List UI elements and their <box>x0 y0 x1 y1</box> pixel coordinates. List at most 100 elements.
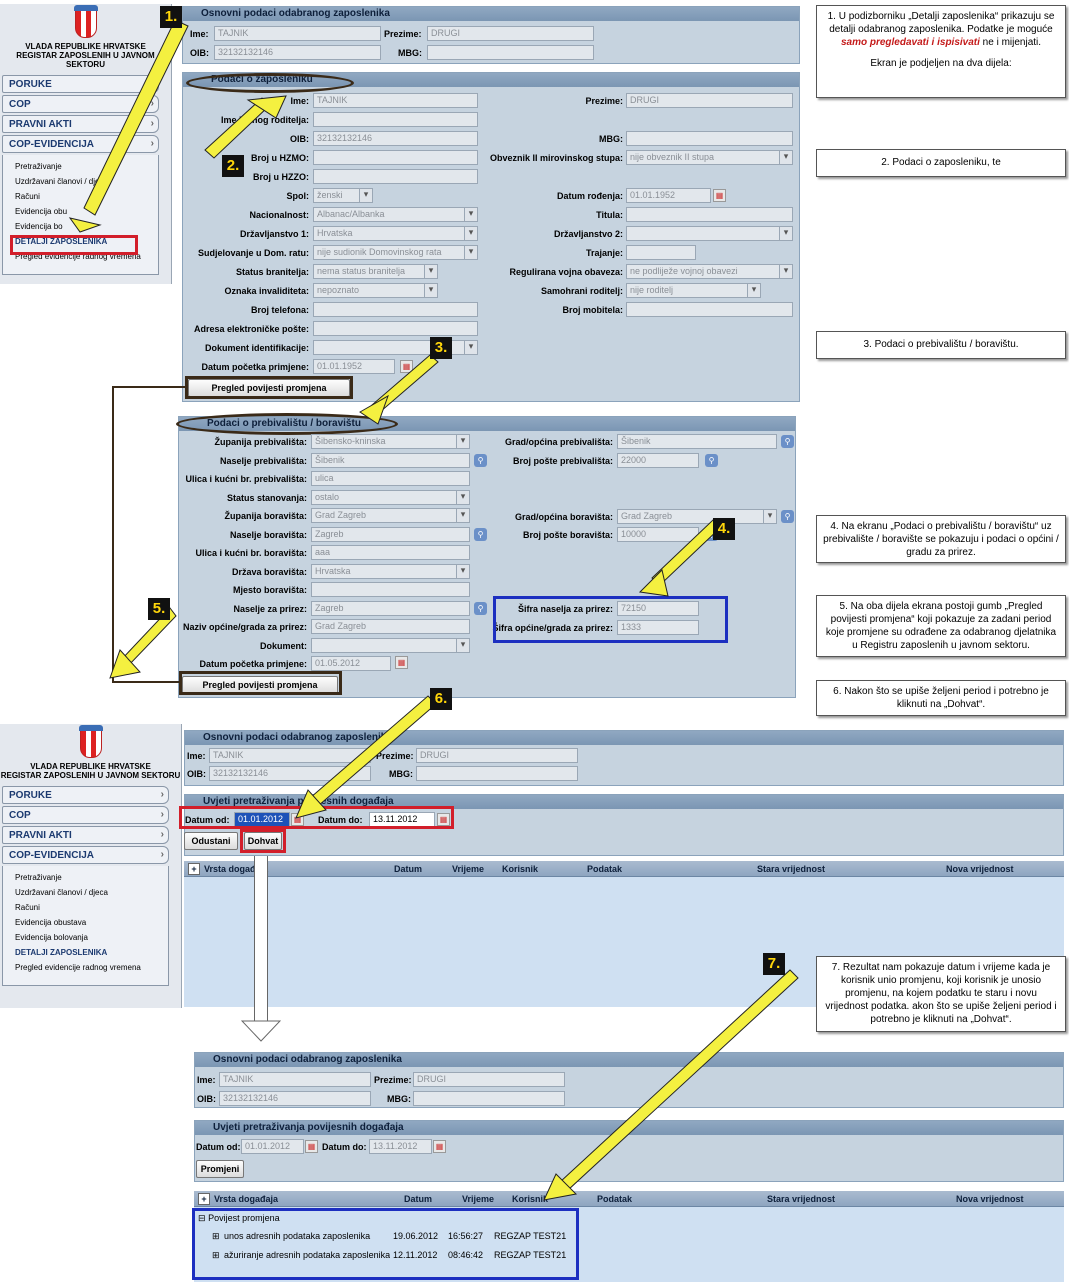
address-field-value[interactable]: ostalo <box>311 489 470 505</box>
submenu-radno-vrijeme[interactable]: Pregled evidencije radnog vremena <box>15 252 141 261</box>
address-field-value[interactable]: Šibensko-kninska <box>311 434 470 449</box>
employee-field-value[interactable] <box>626 245 696 260</box>
address-field-value[interactable]: 10000 <box>617 527 699 542</box>
grid-column-header[interactable]: Podatak <box>597 1194 633 1204</box>
oib-field[interactable]: 32132132146 <box>219 1091 371 1106</box>
address-field-value[interactable]: Šibenik <box>617 434 777 449</box>
submenu-pretrazivanje[interactable]: Pretraživanje <box>15 162 62 171</box>
menu-pravni-akti[interactable]: PRAVNI AKTI› <box>2 826 169 844</box>
menu-cop-evidencija[interactable]: COP-EVIDENCIJA› <box>2 846 169 864</box>
address-field-value[interactable] <box>311 582 470 597</box>
address-field-value[interactable]: 1333 <box>617 620 699 635</box>
employee-field-value[interactable]: 01.01.1952 <box>313 359 395 374</box>
address-field-value[interactable]: Šibenik <box>311 452 470 468</box>
change-button[interactable]: Promjeni <box>196 1160 244 1178</box>
address-field-value[interactable]: Grad Zagreb <box>311 619 470 634</box>
address-field-value[interactable]: aaa <box>311 545 470 560</box>
grid-column-header[interactable]: Nova vrijednost <box>956 1194 1024 1204</box>
expand-icon[interactable]: + <box>188 863 200 875</box>
employee-field-value[interactable] <box>313 150 478 165</box>
menu-poruke[interactable]: PORUKE› <box>2 75 159 93</box>
submenu-uzdrzavani[interactable]: Uzdržavani članovi / djeca <box>15 888 108 897</box>
group-row[interactable]: ⊟ Povijest promjena <box>198 1213 280 1224</box>
datum-od-input[interactable]: 01.01.2012 <box>241 1139 304 1154</box>
employee-field-value[interactable] <box>626 131 793 146</box>
submenu-bolovanja[interactable]: Evidencija bo <box>15 222 63 231</box>
submenu-racuni[interactable]: Računi <box>15 192 40 201</box>
submenu-uzdrzavani[interactable]: Uzdržavani članovi / djeca <box>15 177 108 186</box>
employee-field-value[interactable]: nepoznato <box>313 283 438 298</box>
oib-field[interactable]: 32132132146 <box>214 45 381 60</box>
grid-column-header[interactable]: Korisnik <box>512 1194 549 1204</box>
mbg-field[interactable] <box>416 766 578 781</box>
employee-field-value[interactable] <box>313 112 478 127</box>
submenu-obustave[interactable]: Evidencija obustava <box>15 918 87 927</box>
menu-cop-evidencija[interactable]: COP-EVIDENCIJA› <box>2 135 159 153</box>
grid-column-header[interactable]: Vrsta događaja <box>214 1194 279 1204</box>
oib-field[interactable]: 32132132146 <box>209 766 371 781</box>
search-icon[interactable]: ⚲ <box>474 527 487 541</box>
search-icon[interactable]: ⚲ <box>781 435 794 448</box>
grid-column-header[interactable]: Podatak <box>587 864 623 874</box>
grid-column-header[interactable]: Nova vrijednost <box>946 864 1014 874</box>
grid-column-header[interactable]: Datum <box>394 864 423 874</box>
expand-row-icon[interactable]: ⊞ <box>212 1231 220 1241</box>
calendar-icon[interactable]: ▦ <box>433 1140 446 1153</box>
employee-field-value[interactable]: Albanac/Albanka <box>313 207 478 222</box>
employee-field-value[interactable]: nije sudionik Domovinskog rata <box>313 245 478 260</box>
address-field-value[interactable]: Hrvatska <box>311 563 470 579</box>
collapse-icon[interactable]: ⊟ <box>198 1213 206 1223</box>
ime-field[interactable]: TAJNIK <box>219 1072 371 1087</box>
employee-field-value[interactable] <box>313 340 478 355</box>
menu-pravni-akti[interactable]: PRAVNI AKTI› <box>2 115 159 133</box>
grid-column-header[interactable]: Datum <box>404 1194 433 1204</box>
submenu-racuni[interactable]: Računi <box>15 903 40 912</box>
menu-cop[interactable]: COP› <box>2 806 169 824</box>
employee-field-value[interactable] <box>313 302 478 317</box>
submenu-pretrazivanje[interactable]: Pretraživanje <box>15 873 62 882</box>
address-field-value[interactable]: Zagreb <box>311 600 470 616</box>
grid-column-header[interactable]: Stara vrijednost <box>767 1194 836 1204</box>
grid-column-header[interactable]: Vrsta događaja <box>204 864 269 874</box>
expand-row-icon[interactable]: ⊞ <box>212 1250 220 1260</box>
address-field-value[interactable]: Zagreb <box>311 526 470 542</box>
employee-field-value[interactable] <box>626 302 793 317</box>
search-icon[interactable]: ⚲ <box>474 601 487 615</box>
submenu-detalji-zaposlenika[interactable]: DETALJI ZAPOSLENIKA <box>15 237 108 246</box>
employee-field-value[interactable]: ženski <box>313 188 373 203</box>
prezime-field[interactable]: DRUGI <box>427 26 594 41</box>
grid-column-header[interactable]: Vrijeme <box>462 1194 495 1204</box>
calendar-icon[interactable]: ▦ <box>395 656 408 669</box>
grid-column-header[interactable]: Vrijeme <box>452 864 485 874</box>
submenu-bolovanja[interactable]: Evidencija bolovanja <box>15 933 88 942</box>
employee-field-value[interactable] <box>313 321 478 336</box>
employee-field-value[interactable]: 32132132146 <box>313 131 478 146</box>
fetch-button[interactable]: Dohvat <box>244 832 282 850</box>
mbg-field[interactable] <box>427 45 594 60</box>
grid-column-header[interactable]: Stara vrijednost <box>757 864 826 874</box>
employee-field-value[interactable]: 01.01.1952 <box>626 188 711 203</box>
submenu-detalji-zaposlenika[interactable]: DETALJI ZAPOSLENIKA <box>15 948 108 957</box>
address-field-value[interactable] <box>311 637 470 653</box>
cancel-button[interactable]: Odustani <box>184 832 238 850</box>
address-field-value[interactable]: 22000 <box>617 453 699 468</box>
calendar-icon[interactable]: ▦ <box>400 360 413 373</box>
grid-column-header[interactable]: Korisnik <box>502 864 539 874</box>
employee-field-value[interactable] <box>626 207 793 222</box>
calendar-icon[interactable]: ▦ <box>437 813 450 826</box>
employee-field-value[interactable]: TAJNIK <box>313 93 478 108</box>
address-field-value[interactable]: Grad Zagreb <box>617 509 777 524</box>
address-field-value[interactable]: ulica <box>311 471 470 486</box>
menu-poruke[interactable]: PORUKE› <box>2 786 169 804</box>
submenu-radno-vrijeme[interactable]: Pregled evidencije radnog vremena <box>15 963 141 972</box>
employee-field-value[interactable]: nije obveznik II stupa <box>626 150 793 165</box>
submenu-obustave[interactable]: Evidencija obu <box>15 207 68 216</box>
search-icon[interactable]: ⚲ <box>474 453 487 467</box>
employee-field-value[interactable]: ne podliježe vojnoj obavezi <box>626 264 793 279</box>
employee-field-value[interactable]: DRUGI <box>626 93 793 108</box>
address-field-value[interactable]: 01.05.2012 <box>311 656 391 671</box>
mbg-field[interactable] <box>413 1091 565 1106</box>
calendar-icon[interactable]: ▦ <box>305 1140 318 1153</box>
calendar-icon[interactable]: ▦ <box>713 189 726 202</box>
prezime-field[interactable]: DRUGI <box>416 748 578 763</box>
